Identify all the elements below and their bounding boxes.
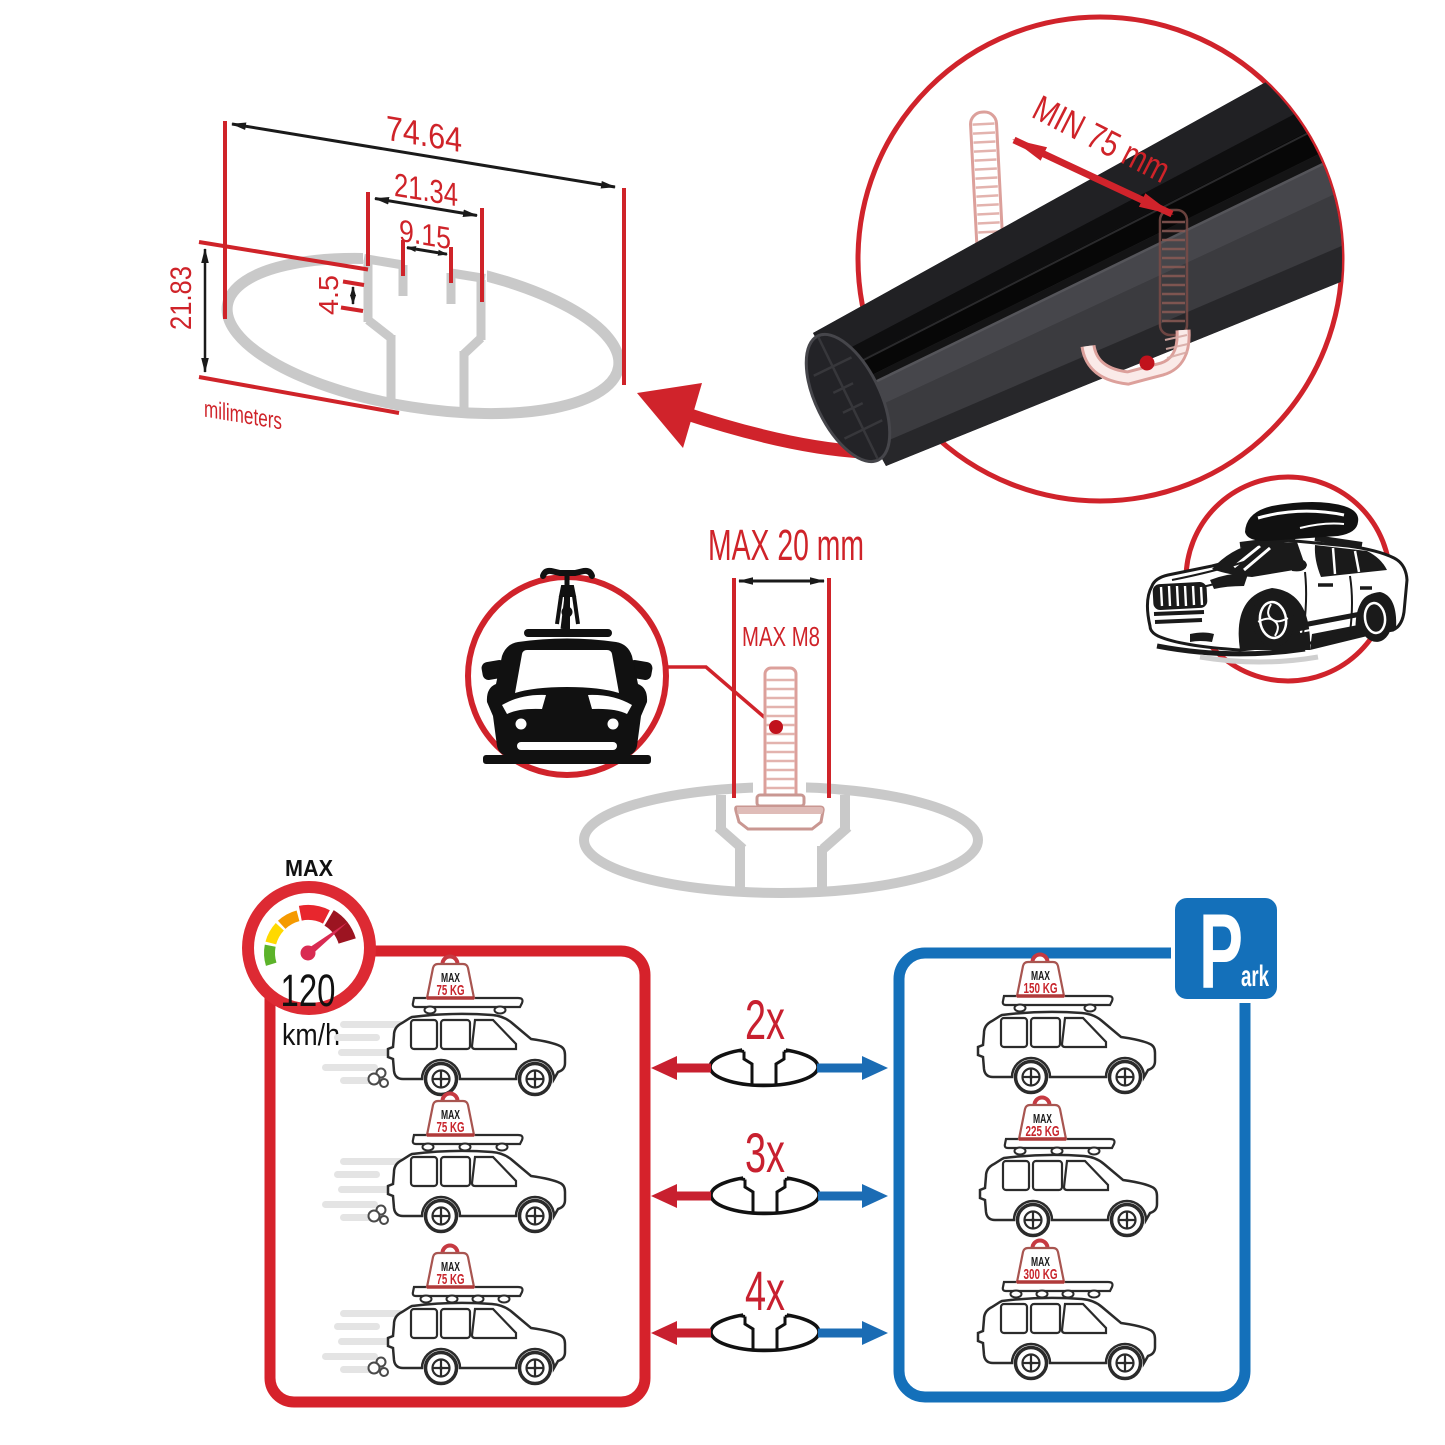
svg-text:9.15: 9.15 <box>399 213 451 256</box>
svg-text:P: P <box>1199 891 1243 1011</box>
svg-text:2x: 2x <box>745 988 785 1051</box>
svg-text:MAX M8: MAX M8 <box>742 621 820 652</box>
svg-text:75 KG: 75 KG <box>437 982 465 999</box>
svg-text:km/h: km/h <box>282 1017 340 1052</box>
svg-text:300 KG: 300 KG <box>1024 1266 1058 1283</box>
svg-text:21.83: 21.83 <box>165 266 198 330</box>
svg-text:75 KG: 75 KG <box>437 1271 465 1288</box>
svg-text:MAX: MAX <box>285 855 334 881</box>
svg-text:225 KG: 225 KG <box>1026 1123 1060 1140</box>
svg-text:75 KG: 75 KG <box>437 1119 465 1136</box>
svg-text:120: 120 <box>281 965 336 1016</box>
svg-text:150 KG: 150 KG <box>1024 980 1058 997</box>
svg-text:MAX 20 mm: MAX 20 mm <box>708 521 864 570</box>
svg-text:4.5: 4.5 <box>313 275 344 315</box>
svg-text:ark: ark <box>1241 960 1269 993</box>
